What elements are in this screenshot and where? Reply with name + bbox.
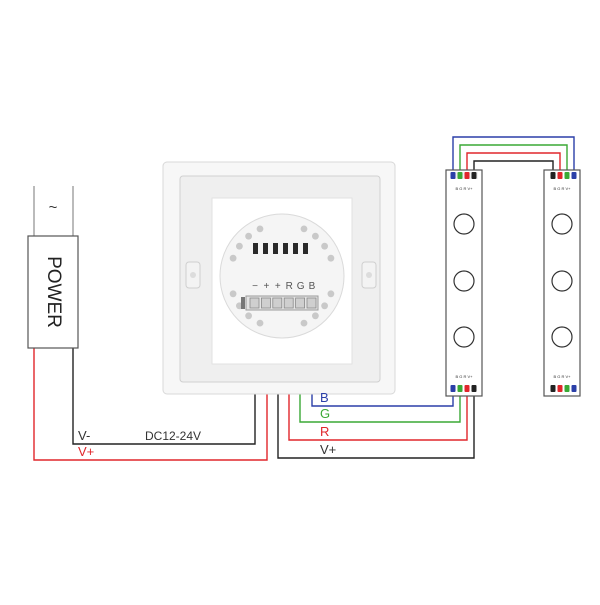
solder-pad [571, 172, 577, 179]
solder-pad [564, 385, 570, 392]
pads-right-top [550, 172, 577, 179]
led-right-3 [551, 326, 573, 348]
led-strip-right-bottom-pad-labels: B G R V+ [553, 374, 571, 379]
led-strip-left-top-pad-labels: B G R V+ [455, 186, 473, 191]
terminal-screw [306, 297, 317, 309]
led-left-1 [453, 213, 475, 235]
solder-pad [571, 385, 577, 392]
terminal-label: − [252, 281, 258, 292]
led-right-2 [551, 270, 573, 292]
led-window [283, 243, 288, 254]
jumper-blue [452, 136, 575, 173]
solder-pad [471, 172, 477, 179]
led-strip-left-bottom-pad-labels: B G R V+ [455, 374, 473, 379]
led-left-2 [453, 270, 475, 292]
led-strip-left: B G R V+ B G R V+ [445, 169, 483, 397]
terminal-screw [260, 297, 271, 309]
led-window [263, 243, 268, 254]
terminal-label: B [309, 281, 316, 292]
solder-pad [557, 385, 563, 392]
solder-pad [450, 385, 456, 392]
power-supply: ~ POWER [27, 186, 79, 349]
terminal-label: + [275, 281, 281, 292]
label-wire-green: G [320, 406, 330, 421]
label-v-minus: V- [78, 428, 90, 443]
solder-pad [450, 172, 456, 179]
wire-labels: V- DC12-24V V+ B G R V+ [78, 390, 336, 459]
label-wire-red: R [320, 424, 329, 439]
vent-hole [321, 242, 328, 250]
pads-right-bottom [550, 385, 577, 392]
solder-pad [550, 172, 556, 179]
vent-hole [229, 290, 237, 298]
led-right-1 [551, 213, 573, 235]
led-windows [253, 243, 308, 254]
terminal-screw [295, 297, 306, 309]
led-window [303, 243, 308, 254]
vent-hole [245, 312, 253, 320]
led-strip-right-top-pad-labels: B G R V+ [553, 186, 571, 191]
terminal-screw [249, 297, 260, 309]
solder-pad [457, 172, 463, 179]
terminal-screw [272, 297, 283, 309]
led-window [293, 243, 298, 254]
ac-symbol: ~ [49, 199, 58, 216]
label-v-plus-input: V+ [78, 444, 94, 459]
controller-module [219, 213, 345, 339]
jumper-green [459, 144, 568, 173]
label-wire-blue: B [320, 390, 329, 405]
terminal-label: G [297, 281, 305, 292]
terminal-screw [283, 297, 294, 309]
vent-hole [321, 302, 328, 310]
power-supply-label: POWER [43, 256, 64, 328]
vent-hole [300, 319, 308, 327]
pads-left-bottom [450, 385, 477, 392]
solder-pad [457, 385, 463, 392]
jumper-v-plus [473, 160, 554, 173]
label-voltage: DC12-24V [145, 429, 201, 443]
jumper-red [466, 152, 561, 173]
vent-hole [256, 319, 264, 327]
mount-hole-left [190, 272, 196, 278]
vent-hole [327, 254, 335, 262]
terminal-side-marker [241, 297, 245, 309]
vent-hole [312, 312, 319, 320]
led-window [273, 243, 278, 254]
terminal-label: + [263, 281, 269, 292]
vent-holes [229, 225, 335, 327]
vent-hole [229, 254, 237, 262]
power-supply-body [27, 235, 79, 349]
vent-hole [245, 232, 253, 240]
led-strip-right: B G R V+ B G R V+ [543, 169, 581, 397]
solder-pad [564, 172, 570, 179]
terminal-label: R [286, 281, 293, 292]
vent-hole [327, 290, 335, 298]
solder-pad [471, 385, 477, 392]
label-wire-v-plus: V+ [320, 442, 336, 457]
vent-hole [312, 232, 319, 240]
led-left-3 [453, 326, 475, 348]
solder-pad [557, 172, 563, 179]
vent-hole [236, 242, 243, 250]
vent-hole [300, 225, 308, 233]
solder-pad [464, 172, 470, 179]
solder-pad [464, 385, 470, 392]
solder-pad [550, 385, 556, 392]
led-window [253, 243, 258, 254]
vent-hole [256, 225, 264, 233]
terminal-screws [249, 297, 317, 309]
pads-left-top [450, 172, 477, 179]
mount-hole-right [366, 272, 372, 278]
